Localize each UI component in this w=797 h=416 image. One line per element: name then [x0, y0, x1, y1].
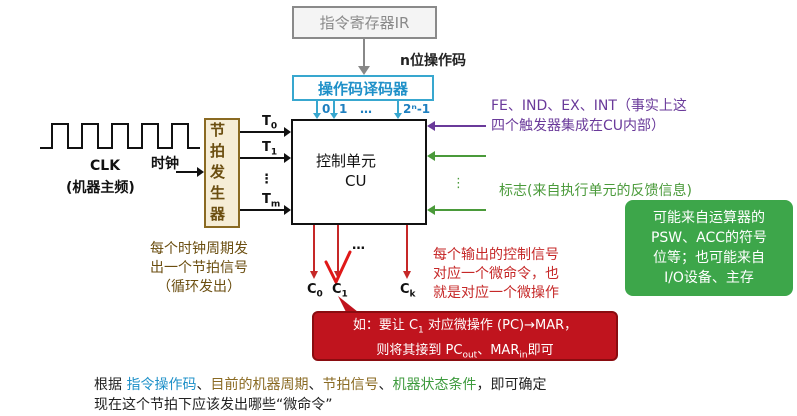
decoder-outlast-label: 2ⁿ-1 — [403, 102, 431, 116]
output-description: 每个输出的控制信号 对应一个微命令，也 就是对应一个微操作 — [433, 247, 559, 301]
highlight-mark — [324, 250, 352, 286]
ck-arrow — [403, 271, 411, 279]
flipflop-arrow — [427, 121, 435, 131]
output-dots: … — [352, 238, 365, 253]
generator-description: 每个时钟周期发 出一个节拍信号 （循环发出） — [150, 241, 248, 295]
c0-arrow — [310, 271, 318, 279]
example-note: 如：要让 C1 对应微操作 (PC)→MAR， 则将其接到 PCout、MARi… — [312, 311, 618, 361]
t1-arrow — [284, 153, 291, 163]
tm-label: Tm — [262, 192, 281, 210]
example-line-1: 如：要让 C1 对应微操作 (PC)→MAR， — [352, 318, 578, 336]
t1-label: T1 — [262, 140, 278, 158]
decoder-out1-label: 1 — [339, 102, 348, 116]
generator-char-3: 发 — [210, 163, 226, 181]
tm-arrow — [284, 205, 291, 215]
example-line-2: 则将其接到 PCout、MARin即可 — [376, 342, 554, 361]
generator-char-4: 生 — [210, 184, 226, 202]
decoder-dots: … — [360, 102, 372, 116]
decoder-out0-label: 0 — [322, 102, 331, 116]
instruction-register: 指令寄存器IR — [292, 6, 437, 39]
flag-arrow-2 — [427, 205, 435, 215]
control-unit — [291, 119, 427, 225]
decoder-out1-arrow — [330, 113, 338, 119]
flag-arrow-1 — [427, 151, 435, 161]
beat-generator — [204, 118, 240, 228]
c0-label: C0 — [307, 282, 323, 300]
clk-label: CLK — [90, 158, 121, 174]
decoder-out0-arrow — [313, 113, 321, 119]
clock-waveform — [40, 123, 200, 149]
clock-label: 时钟 — [151, 156, 179, 172]
flipflop-description: FE、IND、EX、INT（事实上这 四个触发器集成在CU内部） — [491, 98, 687, 134]
generator-char-2: 拍 — [210, 142, 226, 160]
t0-label: T0 — [262, 114, 278, 132]
flag-dots: ⋮ — [452, 176, 465, 191]
ck-label: Ck — [400, 282, 416, 300]
opcode-bits-label: n位操作码 — [400, 53, 466, 69]
clock-to-generator-arrow — [197, 167, 204, 177]
c1-label: C1 — [332, 282, 348, 300]
ir-to-decoder-arrowhead — [358, 66, 370, 75]
decoder-outlast-arrow — [394, 113, 402, 119]
cu-title: 控制单元 — [316, 152, 377, 170]
t-dots: ⋮ — [260, 172, 273, 187]
red-box-pointer — [338, 296, 358, 312]
flag-description: 标志(来自执行单元的反馈信息) — [499, 183, 692, 199]
generator-char-1: 节 — [210, 121, 226, 139]
summary-text: 根据 指令操作码、目前的机器周期、节拍信号、机器状态条件，即可确定 现在这个节拍… — [94, 375, 546, 415]
summary-line-1: 根据 指令操作码、目前的机器周期、节拍信号、机器状态条件，即可确定 — [94, 377, 547, 393]
summary-line-2: 现在这个节拍下应该发出哪些“微命令” — [94, 397, 333, 413]
t0-arrow — [284, 127, 291, 137]
clk-subtitle: (机器主频) — [66, 180, 135, 196]
generator-char-5: 器 — [210, 205, 226, 223]
flag-source-note: 可能来自运算器的 PSW、ACC的符号 位等；也可能来自 I/O设备、主存 — [625, 200, 793, 296]
opcode-decoder: 操作码译码器 — [292, 75, 434, 101]
cu-subtitle: CU — [345, 172, 367, 190]
